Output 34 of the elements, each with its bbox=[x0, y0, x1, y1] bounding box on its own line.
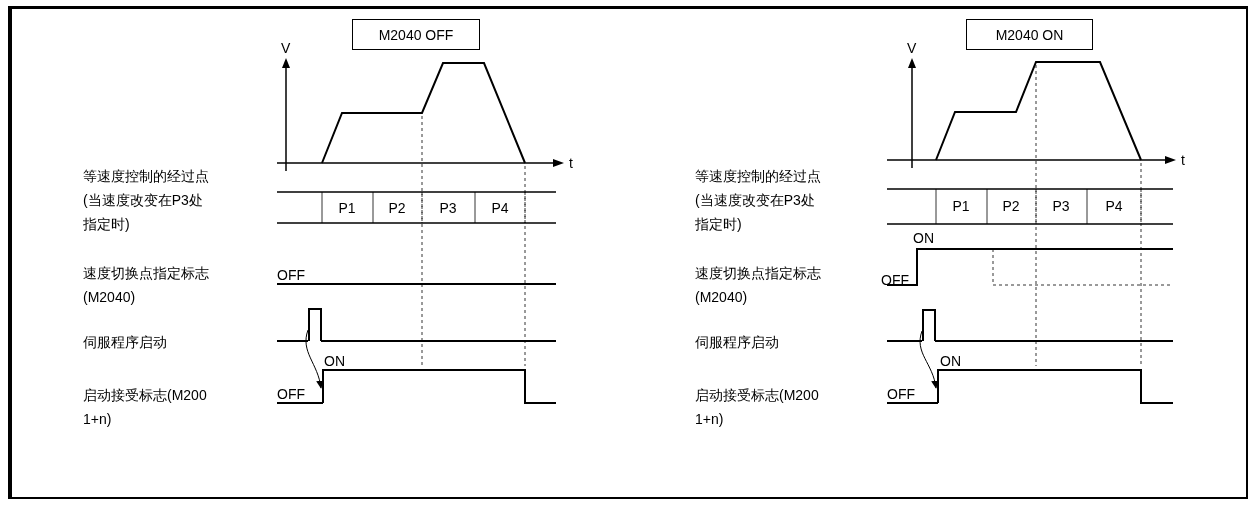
axis-label: ON bbox=[940, 352, 961, 371]
position-label: P4 bbox=[1105, 197, 1123, 216]
position-label: P3 bbox=[439, 199, 457, 218]
position-label: P2 bbox=[1002, 197, 1020, 216]
axis-label: t bbox=[569, 154, 573, 173]
arrow bbox=[919, 330, 939, 389]
axis-label: OFF bbox=[887, 385, 915, 404]
axis-label: V bbox=[907, 39, 917, 58]
pulse-waveform bbox=[308, 308, 322, 341]
signal-name: 等速度控制的经过点(当速度改变在P3处指定时) bbox=[695, 167, 822, 234]
signal-name: 速度切换点指定标志(M2040) bbox=[83, 264, 210, 307]
rising-edge bbox=[322, 370, 326, 403]
pulse-waveform bbox=[922, 309, 936, 341]
title-box: M2040 OFF bbox=[352, 19, 480, 50]
axis-label: V bbox=[281, 39, 291, 58]
arrow bbox=[305, 329, 324, 389]
position-label: P2 bbox=[388, 199, 406, 218]
title-box: M2040 ON bbox=[966, 19, 1093, 50]
axis-label: ON bbox=[324, 352, 345, 371]
signal-name: 启动接受标志(M2001+n) bbox=[83, 386, 208, 429]
axis-label: ON bbox=[913, 229, 934, 248]
position-label: P3 bbox=[1052, 197, 1070, 216]
rising-edge bbox=[937, 370, 941, 403]
axis-label: t bbox=[1181, 151, 1185, 170]
axis-label: OFF bbox=[277, 266, 305, 285]
signal-name: 等速度控制的经过点(当速度改变在P3处指定时) bbox=[83, 167, 210, 234]
position-label: P1 bbox=[952, 197, 970, 216]
position-label: P1 bbox=[338, 199, 356, 218]
signal-name: 速度切换点指定标志(M2040) bbox=[695, 264, 822, 307]
axis-label: OFF bbox=[277, 385, 305, 404]
signal-name: 伺服程序启动 bbox=[83, 333, 168, 352]
signal-name: 启动接受标志(M2001+n) bbox=[695, 386, 820, 429]
position-label: P4 bbox=[491, 199, 509, 218]
signal-name: 伺服程序启动 bbox=[695, 333, 780, 352]
